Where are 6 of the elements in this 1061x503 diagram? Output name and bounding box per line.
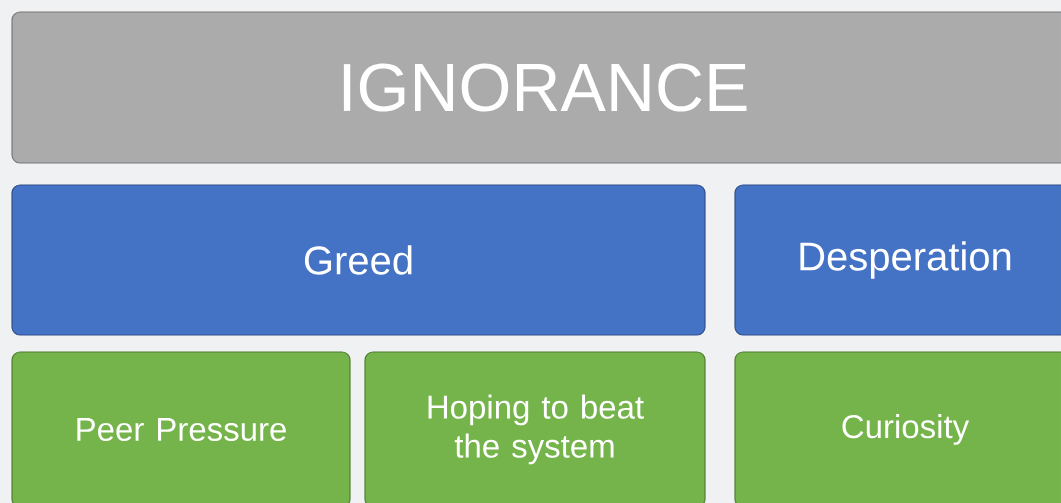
category-box: Greed bbox=[11, 184, 706, 336]
factor-box: Curiosity bbox=[734, 351, 1061, 503]
factor-box: Peer Pressure bbox=[11, 351, 351, 503]
heading-box: IGNORANCE bbox=[11, 11, 1061, 164]
factor-box: Hoping to beat the system bbox=[364, 351, 706, 503]
category-box: Desperation bbox=[734, 184, 1061, 336]
